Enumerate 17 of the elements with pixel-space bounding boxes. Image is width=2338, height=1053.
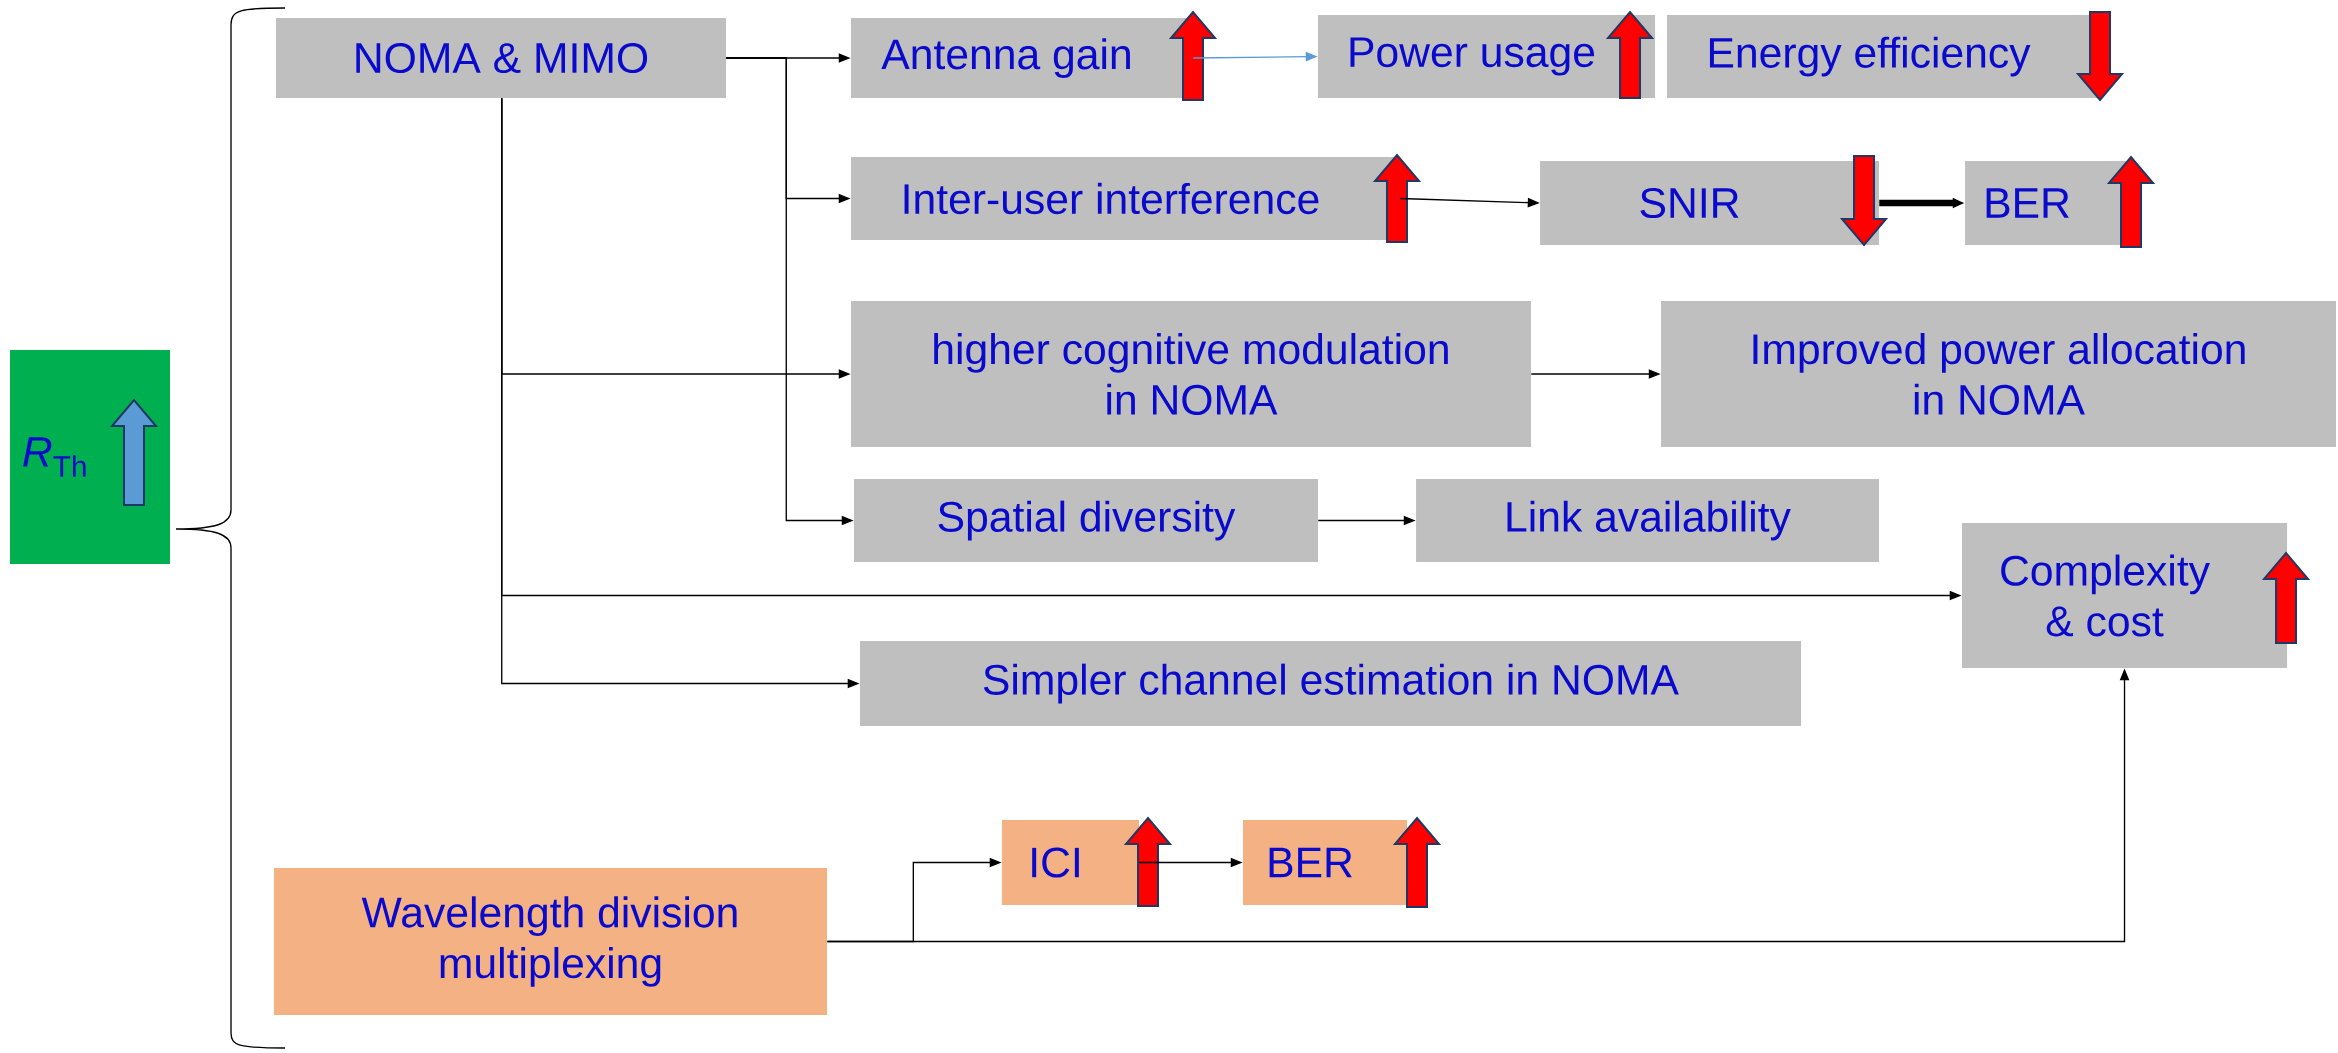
process-box: BER	[1965, 161, 2130, 245]
process-box: Energy efficiency	[1667, 15, 2101, 98]
technique-box: Wavelength division multiplexing	[273, 868, 828, 1015]
process-box: Complexity & cost	[1962, 522, 2288, 669]
process-box: higher cognitive modulation in NOMA	[851, 301, 1531, 447]
process-box: SNIR	[1540, 161, 1879, 245]
process-box: NOMA & MIMO	[276, 18, 726, 98]
process-box: BER	[1243, 819, 1407, 906]
process-box: Antenna gain	[851, 18, 1193, 98]
process-box: Improved power allocation in NOMA	[1661, 301, 2336, 447]
process-box: Link availability	[1416, 479, 1879, 562]
process-box: Inter-user interference	[851, 157, 1401, 240]
result-box: R$_{Th}$	[10, 350, 170, 564]
process-box: ICI	[1002, 819, 1140, 906]
process-box: Simpler channel estimation in NOMA	[860, 640, 1802, 727]
process-box: Power usage	[1318, 15, 1656, 98]
process-box: Spatial diversity	[854, 479, 1318, 562]
